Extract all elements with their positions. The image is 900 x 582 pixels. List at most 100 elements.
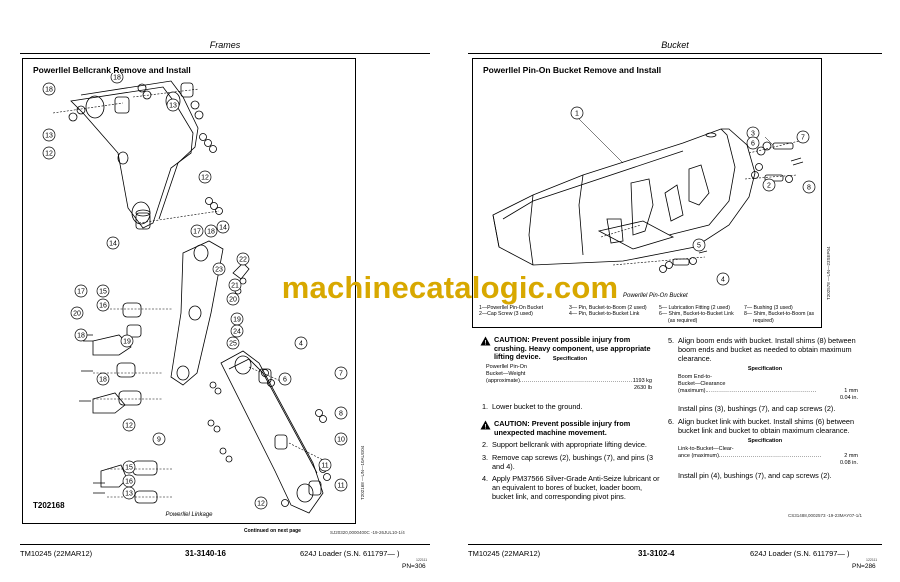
callout-6: 6 (283, 377, 287, 384)
callout-4: 4 (299, 341, 303, 348)
callout-3: 3 (751, 131, 755, 138)
spec2-item-line3: (maximum). (678, 388, 708, 395)
callout-24: 24 (233, 329, 241, 336)
left-footer-machine: 624J Loader (S.N. 611797— ) (300, 549, 400, 558)
legend-item-1: 1—Powerllel Pin-On Bucket (479, 305, 544, 311)
spec1-dots: ........................................… (521, 378, 636, 385)
right-footer-manual: TM10245 (22MAR12) (468, 549, 541, 558)
caution-movement-text: CAUTION: Prevent possible injury from un… (494, 419, 631, 437)
callout-11a: 11 (321, 463, 328, 470)
callout-21: 21 (231, 283, 239, 290)
step-6-number: 6. (668, 417, 675, 426)
left-footer-pn: PN=306 (402, 563, 426, 570)
callout-12c: 12 (257, 501, 265, 508)
watermark: machinecatalogic.com (281, 270, 619, 305)
legend-item-7: 7— Bushing (3 used) (744, 305, 793, 311)
legend-item-5: 5— Lubrication Fitting (2 used) (659, 305, 730, 311)
callout-20a: 20 (73, 311, 81, 318)
left-figure-frame: Powerllel Bellcrank Remove and Install (22, 58, 356, 524)
spec2-item-line2: Bucket—Clearance (678, 381, 726, 388)
callout-12a: 12 (201, 175, 209, 182)
step-2-number: 2. (482, 440, 489, 449)
step-6b: Install pin (4), bushings (7), and cap s… (668, 471, 862, 481)
callout-4: 4 (721, 277, 725, 284)
callout-18c: 18 (207, 229, 215, 236)
callout-16a: 16 (99, 303, 107, 310)
right-footer-page-number: 31-3102-4 (638, 549, 675, 558)
callout-18e: 18 (99, 377, 107, 384)
callout-16b: 16 (125, 479, 133, 486)
step-5-number: 5. (668, 336, 675, 345)
callout-23: 23 (215, 267, 223, 274)
callout-6: 6 (751, 141, 755, 148)
right-figure-frame: Powerllel Pin-On Bucket Remove and Insta… (472, 58, 822, 328)
spec2-value-metric: 1 mm (844, 388, 858, 394)
callout-8: 8 (807, 185, 811, 192)
bucket-body (492, 128, 756, 266)
callout-14b: 14 (219, 225, 227, 232)
left-footer-page-number: 31-3140-16 (185, 549, 226, 558)
step-5-text: Align boom ends with bucket. Install shi… (678, 336, 856, 363)
left-callouts: 18 18 12 13 13 12 14 14 15 15 16 16 17 1… (42, 73, 348, 510)
callout-19b: 19 (233, 317, 241, 324)
right-footer-subcode: 122111 (866, 558, 878, 562)
left-figure-code: T202168 —UN—10AUG04 (360, 445, 365, 500)
callout-2a: 2 (767, 183, 771, 190)
left-header-rule (20, 53, 430, 54)
spec2-value-imperial: 0.04 in. (839, 395, 858, 402)
spec2-heading: Specification (747, 366, 783, 372)
callout-17b: 17 (77, 289, 85, 296)
step-2-text: Support bellcrank with appropriate lifti… (492, 440, 647, 449)
bellcrank-exploded-diagram: 18 18 12 13 13 12 14 14 15 15 16 16 17 1… (42, 73, 348, 514)
left-footer-manual: TM10245 (22MAR12) (20, 549, 93, 558)
legend-item-4: 4— Pin, Bucket-to-Bucket Link (569, 311, 640, 318)
right-footer-machine: 624J Loader (S.N. 611797— ) (750, 549, 850, 558)
legend-item-6-cont: (as required) (668, 317, 698, 324)
callout-17a: 17 (193, 229, 201, 236)
callout-15b: 15 (125, 465, 133, 472)
left-figure-id: T202168 (33, 501, 65, 510)
callout-12d: 12 (125, 423, 133, 430)
warning-icon: ! (480, 336, 491, 346)
callout-14a: 14 (109, 241, 117, 248)
step-4-number: 4. (482, 474, 489, 483)
spec1-item: Powerllel Pin-On Bucket—Weight (approxim… (486, 364, 635, 386)
legend-item-3: 3— Pin, Bucket-to-Boom (2 used) (569, 305, 647, 311)
right-header-rule (468, 53, 882, 54)
legend-item-2: 2—Cap Screw (3 used) (479, 311, 533, 318)
callout-13a: 13 (169, 103, 177, 110)
caution-movement: ! CAUTION: Prevent possible injury from … (480, 419, 660, 437)
spec2-dots: ........................................… (707, 388, 817, 395)
step-1-number: 1. (482, 402, 489, 411)
left-page: Frames Powerllel Bellcrank Remove and In… (20, 40, 430, 570)
left-figure-caption: Powerllel Linkage (165, 512, 213, 518)
spec2-item-line1: Boom End-to- (678, 374, 712, 380)
left-doc-code: SJ20320,0000400C -19-26JUL10-1/4 (330, 530, 405, 535)
bellcrank-link-part (220, 350, 324, 514)
spec1-item-line2: Bucket—Weight (486, 371, 526, 378)
warning-icon: ! (480, 420, 491, 430)
spec2-item: Boom End-to- Bucket—Clearance (maximum).… (678, 374, 817, 396)
svg-text:!: ! (485, 341, 487, 346)
legend-item-6: 6— Shim, Bucket-to-Bucket Link (659, 311, 734, 318)
caution-crushing: ! CAUTION: Prevent possible injury from … (480, 335, 660, 362)
left-footer-rule (20, 544, 430, 545)
spec1-heading: Specification (552, 356, 588, 362)
svg-text:!: ! (485, 425, 487, 430)
spec3-value-imperial: 0.08 in. (839, 460, 858, 467)
callout-20b: 20 (229, 297, 237, 304)
spec3-heading: Specification (747, 438, 783, 444)
callout-13b: 13 (45, 133, 53, 140)
spec3-dots: ........................................… (720, 453, 822, 460)
step-5: 5. Align boom ends with bucket. Install … (668, 336, 862, 363)
callout-7: 7 (801, 135, 805, 142)
right-page: Bucket Powerllel Pin-On Bucket Remove an… (450, 0, 900, 582)
spec3-value-metric: 2 mm (844, 453, 858, 459)
callout-11b: 11 (337, 483, 344, 490)
right-figure-title: Powerllel Pin-On Bucket Remove and Insta… (483, 65, 662, 75)
left-section-title: Frames (209, 40, 241, 50)
step-1: 1. Lower bucket to the ground. (482, 402, 662, 412)
callout-22: 22 (239, 257, 247, 264)
legend-item-8-cont: required) (753, 317, 774, 324)
step-3-number: 3. (482, 453, 489, 462)
